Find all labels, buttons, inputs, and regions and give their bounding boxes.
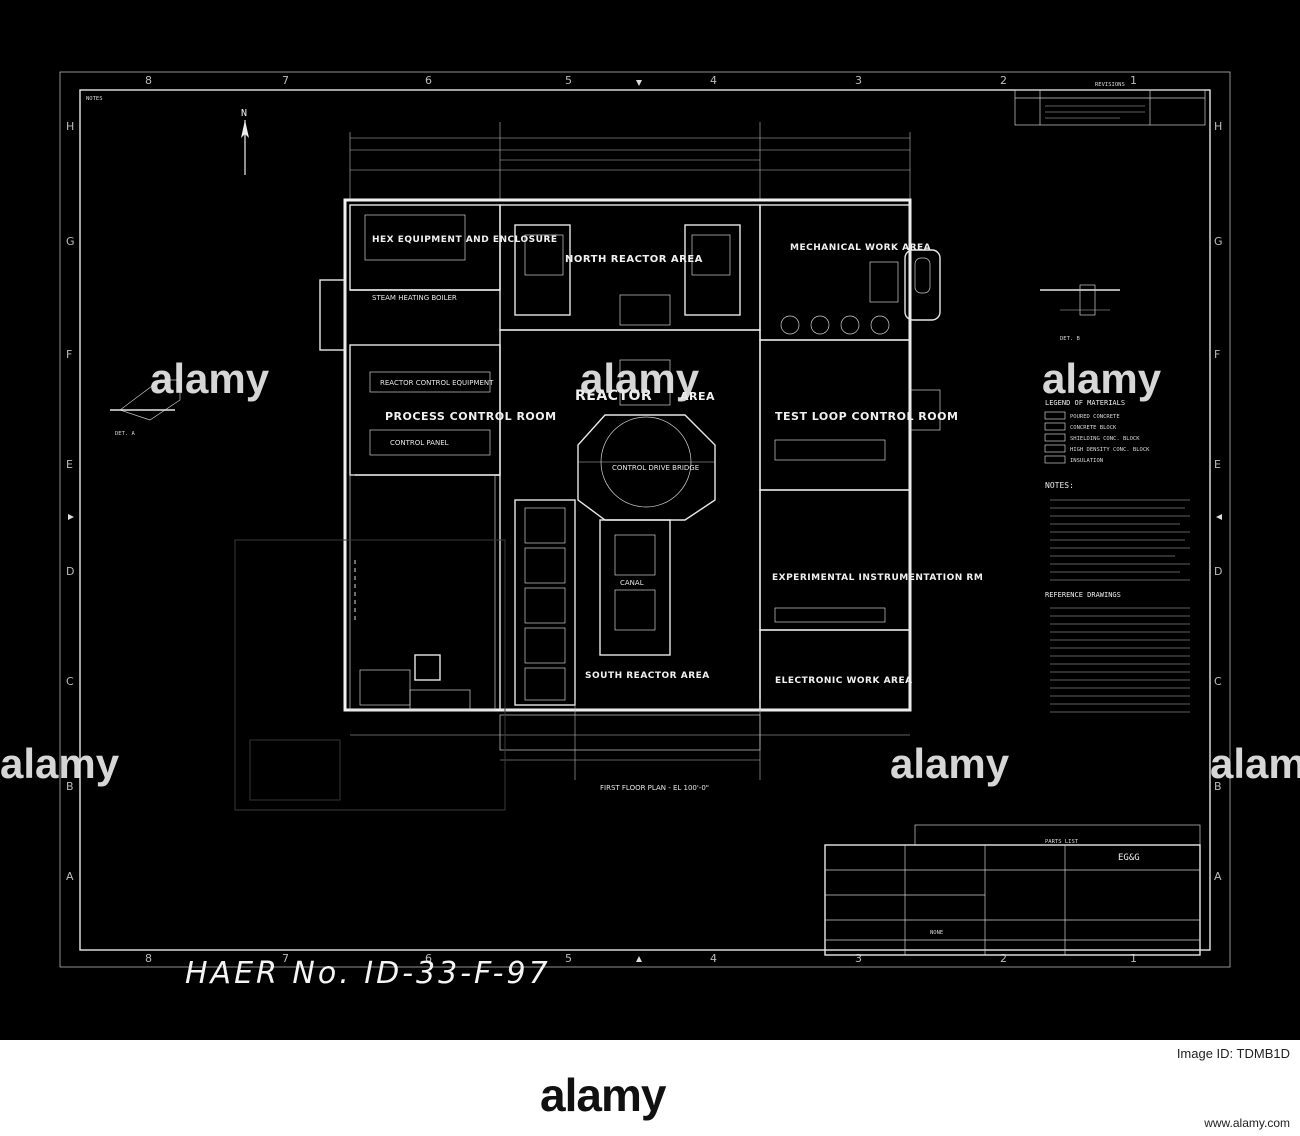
svg-text:7: 7	[282, 952, 289, 965]
watermark-1: alamy	[150, 355, 270, 402]
svg-text:B: B	[1214, 780, 1222, 793]
grid-col-2: 2	[1000, 74, 1007, 87]
watermark-layer: alamy alamy alamy alamy alamy alamy	[0, 355, 1300, 787]
svg-text:DET. A: DET. A	[115, 431, 136, 437]
center-mark-top	[636, 80, 642, 86]
notes-header: NOTES	[86, 96, 103, 102]
grid-col-5: 5	[565, 74, 572, 87]
alamy-logo: alamy	[540, 1069, 666, 1121]
floor-plan-drawing: 8 7 6 5 4 3 2 1 8 7 6 5 4 3 2 1 H G F E …	[0, 71, 1300, 991]
svg-text:1: 1	[1130, 952, 1137, 965]
room-test-loop: TEST LOOP CONTROL ROOM	[775, 410, 958, 423]
svg-text:DET. B: DET. B	[1060, 336, 1081, 342]
svg-text:6: 6	[425, 952, 432, 965]
stock-footer: alamy Image ID: TDMB1D www.alamy.com	[0, 1040, 1300, 1136]
detail-b: DET. B	[1040, 284, 1120, 342]
grid-letters-left: H G F E D C B A	[66, 120, 75, 883]
room-steam-boiler: STEAM HEATING BOILER	[372, 294, 457, 302]
svg-text:C: C	[66, 675, 74, 688]
svg-text:SHIELDING CONC. BLOCK: SHIELDING CONC. BLOCK	[1070, 436, 1140, 442]
svg-text:POURED CONCRETE: POURED CONCRETE	[1070, 414, 1120, 420]
north-arrow: N	[241, 108, 249, 175]
svg-text:G: G	[66, 235, 75, 248]
svg-text:INSULATION: INSULATION	[1070, 458, 1103, 464]
sheet-border-inner	[79, 89, 1211, 951]
svg-text:C: C	[1214, 675, 1222, 688]
grid-col-4: 4	[710, 74, 717, 87]
notes-title: NOTES:	[1045, 481, 1074, 490]
north-label: N	[241, 108, 247, 119]
center-mark-bottom	[636, 956, 642, 962]
revisions-block: REVISIONS	[1014, 82, 1206, 126]
svg-text:F: F	[66, 348, 72, 361]
grid-letters-right: H G F E D C B A	[1214, 120, 1223, 883]
svg-text:H: H	[1214, 120, 1222, 133]
grid-col-8: 8	[145, 74, 152, 87]
sheet-border-outer	[59, 71, 1231, 968]
building-plan: HEX EQUIPMENT AND ENCLOSURE STEAM HEATIN…	[234, 122, 983, 811]
title-scale: NONE	[930, 930, 943, 936]
room-canal: CANAL	[620, 579, 644, 587]
watermark-3: alamy	[1042, 355, 1162, 402]
room-area: AREA	[680, 390, 715, 403]
svg-text:8: 8	[145, 952, 152, 965]
svg-text:E: E	[66, 458, 73, 471]
reactor-octagon	[577, 414, 716, 521]
svg-text:F: F	[1214, 348, 1220, 361]
notes-column: NOTES: REFERENCE DRAWINGS	[1045, 481, 1190, 713]
image-id: Image ID: TDMB1D	[1176, 1046, 1290, 1061]
room-control-drive: CONTROL DRIVE BRIDGE	[612, 464, 699, 472]
room-electronic: ELECTRONIC WORK AREA	[775, 676, 913, 686]
svg-text:5: 5	[565, 952, 572, 965]
room-control-panel: CONTROL PANEL	[390, 439, 449, 447]
svg-text:A: A	[66, 870, 74, 883]
center-mark-left	[68, 514, 74, 520]
grid-col-1: 1	[1130, 74, 1137, 87]
svg-text:D: D	[66, 565, 74, 578]
room-process-control: PROCESS CONTROL ROOM	[385, 410, 557, 423]
svg-text:G: G	[1214, 235, 1223, 248]
detail-a: DET. A	[110, 379, 181, 437]
grid-numbers-bottom: 8 7 6 5 4 3 2 1	[145, 952, 1137, 965]
center-mark-right	[1216, 514, 1222, 520]
watermark-6: alamy	[1210, 740, 1300, 787]
site-url: www.alamy.com	[1204, 1116, 1290, 1130]
watermark-4: alamy	[0, 740, 120, 787]
room-north-reactor: NORTH REACTOR AREA	[565, 254, 703, 265]
svg-text:REVISIONS: REVISIONS	[1095, 82, 1125, 88]
title-company: EG&G	[1118, 853, 1140, 863]
grid-col-3: 3	[855, 74, 862, 87]
grid-col-6: 6	[425, 74, 432, 87]
grid-numbers-top: 8 7 6 5 4 3 2 1	[145, 74, 1137, 87]
svg-text:H: H	[66, 120, 74, 133]
blueprint-photo: 8 7 6 5 4 3 2 1 8 7 6 5 4 3 2 1 H G F E …	[0, 0, 1300, 1040]
legend-title: LEGEND OF MATERIALS	[1045, 399, 1125, 407]
room-experimental: EXPERIMENTAL INSTRUMENTATION RM	[772, 573, 983, 583]
svg-text:D: D	[1214, 565, 1222, 578]
svg-text:2: 2	[1000, 952, 1007, 965]
svg-text:CONCRETE BLOCK: CONCRETE BLOCK	[1070, 425, 1117, 431]
title-block: PARTS LIST EG&G NONE	[824, 824, 1201, 956]
svg-text:B: B	[66, 780, 74, 793]
svg-text:PARTS LIST: PARTS LIST	[1045, 839, 1079, 845]
room-hx-equipment: HEX EQUIPMENT AND ENCLOSURE	[372, 235, 558, 245]
room-reactor-control-eq: REACTOR CONTROL EQUIPMENT	[380, 379, 494, 387]
grid-col-7: 7	[282, 74, 289, 87]
watermark-2: alamy	[580, 355, 700, 402]
svg-text:4: 4	[710, 952, 717, 965]
svg-text:HIGH DENSITY CONC. BLOCK: HIGH DENSITY CONC. BLOCK	[1070, 447, 1150, 453]
plan-title: FIRST FLOOR PLAN - EL 100'-0"	[600, 784, 709, 792]
room-mechanical: MECHANICAL WORK AREA	[790, 243, 931, 253]
reference-title: REFERENCE DRAWINGS	[1045, 591, 1121, 599]
watermark-5: alamy	[890, 740, 1010, 787]
room-reactor: REACTOR	[575, 388, 652, 404]
materials-legend: LEGEND OF MATERIALS POURED CONCRETE CONC…	[1044, 399, 1150, 464]
haer-number: HAER No. ID-33-F-97	[185, 956, 551, 991]
svg-text:E: E	[1214, 458, 1221, 471]
svg-text:3: 3	[855, 952, 862, 965]
room-south-reactor: SOUTH REACTOR AREA	[585, 671, 710, 681]
svg-text:A: A	[1214, 870, 1222, 883]
